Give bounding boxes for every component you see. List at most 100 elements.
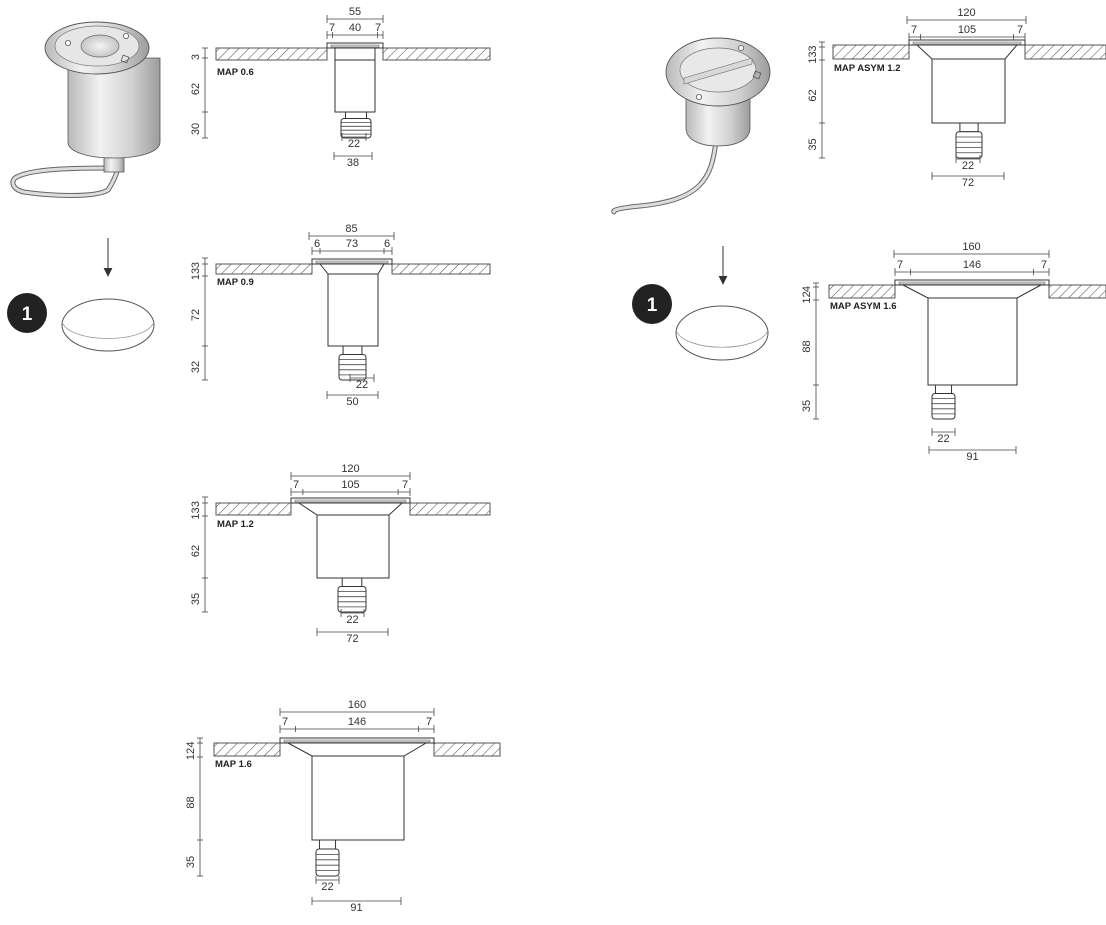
- lamp-lens: [912, 41, 1022, 45]
- lamp-lens: [898, 281, 1046, 285]
- body-width-value: 146: [348, 716, 366, 728]
- flange-left-value: 6: [314, 238, 320, 250]
- wall-section-right: [409, 502, 491, 516]
- model-label: MAP 1.6: [215, 759, 252, 770]
- gland-width-value: 22: [356, 379, 368, 391]
- vertical-dimension-value: 12: [185, 748, 197, 760]
- vertical-dimension-value: 72: [190, 309, 202, 321]
- vertical-dimension-value: 35: [190, 593, 202, 605]
- flange-right-value: 7: [426, 716, 432, 728]
- wall-section-left: [215, 47, 328, 61]
- cable-gland-nut: [934, 384, 953, 394]
- cable-width-value: 50: [346, 396, 358, 408]
- lamp-lens: [330, 44, 380, 48]
- wall-section-left: [832, 44, 910, 60]
- cable-gland-nut: [341, 577, 363, 587]
- overall-width-value: 160: [348, 699, 366, 711]
- body-width-value: 105: [341, 479, 359, 491]
- step-badge-number: 1: [22, 304, 33, 325]
- model-label: MAP 0.6: [217, 67, 254, 78]
- cover-disc: [61, 298, 155, 352]
- wall-section-right: [1048, 284, 1106, 299]
- cable-gland: [338, 354, 367, 381]
- step-badge-number: 1: [647, 295, 658, 316]
- wall-section-left: [213, 742, 281, 757]
- vertical-dimension-value: 62: [190, 545, 202, 557]
- cable-gland: [315, 848, 340, 877]
- step-badge: 1: [7, 293, 47, 333]
- gland-width-value: 22: [321, 881, 333, 893]
- wall-section-right: [382, 47, 491, 61]
- lamp-collar: [287, 742, 428, 757]
- vertical-dimension-value: 35: [807, 138, 819, 150]
- cable-gland-nut: [342, 345, 363, 355]
- flange-right-value: 7: [402, 479, 408, 491]
- vertical-dimension-value: 4: [801, 286, 813, 292]
- product-render-asym: [611, 37, 771, 215]
- lamp-lens: [315, 260, 389, 264]
- flange-left-value: 7: [282, 716, 288, 728]
- flange-left-value: 7: [911, 24, 917, 36]
- gland-width-value: 22: [937, 433, 949, 445]
- lamp-body: [311, 755, 405, 841]
- model-label: MAP ASYM 1.6: [830, 301, 897, 312]
- vertical-dimension-value: 30: [190, 123, 202, 135]
- flange-right-value: 7: [1017, 24, 1023, 36]
- cable-gland: [931, 393, 956, 420]
- vertical-dimension-value: 62: [807, 89, 819, 101]
- model-label: MAP 1.2: [217, 519, 254, 530]
- cable-gland-nut: [959, 122, 979, 133]
- cover-disc: [675, 305, 769, 361]
- body-width-value: 105: [958, 24, 976, 36]
- flange-left-value: 7: [897, 259, 903, 271]
- lamp-collar: [915, 44, 1019, 60]
- gland-width-value: 22: [346, 614, 358, 626]
- vertical-dimension-value: 88: [185, 796, 197, 808]
- wall-section-left: [215, 502, 292, 516]
- cable-gland: [337, 586, 367, 613]
- lamp-collar: [297, 502, 404, 516]
- vertical-dimension-value: 35: [185, 856, 197, 868]
- lamp-body: [927, 297, 1018, 386]
- cable-gland: [955, 131, 983, 159]
- body-width-value: 73: [346, 238, 358, 250]
- vertical-dimension-value: 13: [807, 51, 819, 63]
- arrow-down-icon: [103, 238, 113, 277]
- flange-right-value: 7: [1041, 259, 1047, 271]
- gland-width-value: 22: [962, 160, 974, 172]
- wall-section-right: [391, 263, 491, 275]
- wall-section-left: [828, 284, 896, 299]
- overall-width-value: 85: [345, 223, 357, 235]
- vertical-dimension-value: 32: [190, 361, 202, 373]
- overall-width-value: 120: [957, 7, 975, 19]
- product-render-round: [10, 21, 161, 198]
- body-width-value: 40: [349, 22, 361, 34]
- vertical-dimension-value: 35: [801, 400, 813, 412]
- vertical-dimension-value: 3: [190, 54, 202, 60]
- wall-section-right: [433, 742, 501, 757]
- overall-width-value: 120: [341, 463, 359, 475]
- cable-width-value: 91: [966, 451, 978, 463]
- vertical-dimension-value: 62: [190, 83, 202, 95]
- flange-left-value: 7: [293, 479, 299, 491]
- flange-right-value: 6: [384, 238, 390, 250]
- flange-right-value: 7: [375, 22, 381, 34]
- vertical-dimension-value: 88: [801, 340, 813, 352]
- vertical-dimension-value: 13: [190, 268, 202, 280]
- flange-left-value: 7: [329, 22, 335, 34]
- wall-section-right: [1024, 44, 1106, 60]
- cable-width-value: 72: [346, 633, 358, 645]
- arrow-down-icon: [718, 246, 728, 285]
- gland-width-value: 22: [348, 138, 360, 150]
- lamp-collar: [902, 284, 1042, 299]
- cable-width-value: 38: [347, 157, 359, 169]
- lamp-body: [931, 58, 1006, 124]
- model-label: MAP 0.9: [217, 277, 254, 288]
- cable-gland: [340, 118, 372, 139]
- lamp-body: [316, 514, 390, 579]
